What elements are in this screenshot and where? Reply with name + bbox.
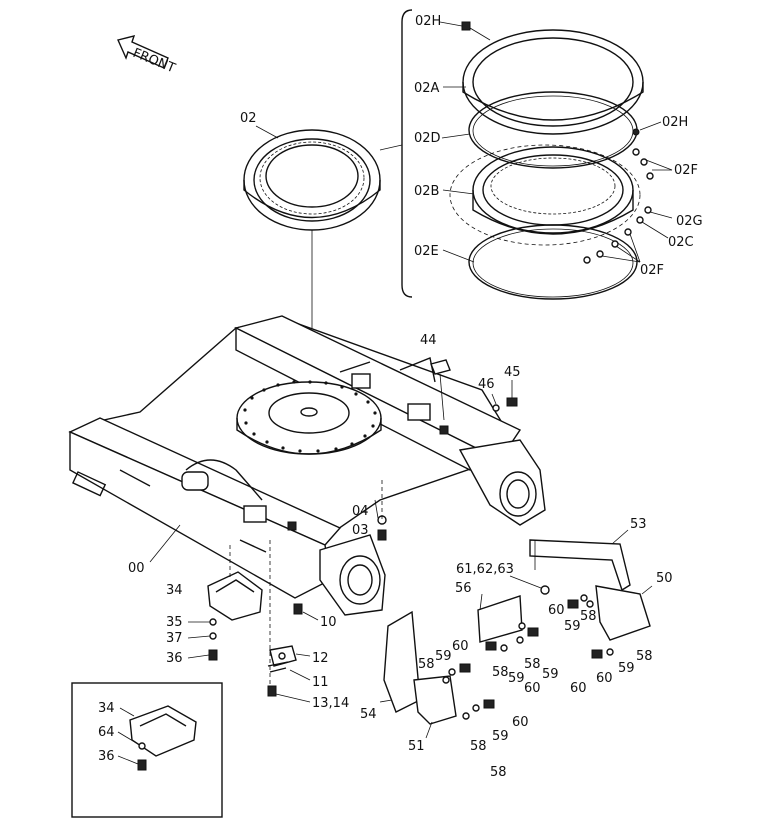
label-46: 46	[478, 377, 495, 392]
label-58-d: 58	[524, 657, 541, 672]
label-60-g: 60	[512, 715, 529, 730]
inset-label-36: 36	[98, 749, 115, 764]
hardware-02F-02G-02C	[583, 128, 673, 264]
label-04: 04	[352, 504, 369, 519]
label-02B: 02B	[414, 184, 439, 199]
inner-race-02B	[449, 144, 641, 246]
label-50: 50	[656, 571, 673, 586]
label-60-b: 60	[548, 603, 565, 618]
label-58-b: 58	[580, 609, 597, 624]
fasteners-58-59-60	[442, 594, 614, 720]
label-13-14: 13,14	[312, 696, 349, 711]
label-59-a: 59	[435, 649, 452, 664]
label-51: 51	[408, 739, 425, 754]
leader-lines	[255, 86, 662, 263]
label-00: 00	[128, 561, 145, 576]
label-54: 54	[360, 707, 377, 722]
label-59-c: 59	[508, 671, 525, 686]
label-02D: 02D	[414, 131, 441, 146]
label-58-g: 58	[470, 739, 487, 754]
plate-56	[477, 593, 523, 643]
outer-race-02A	[462, 29, 644, 135]
center-frame-00	[68, 315, 546, 616]
parts-03-04	[374, 480, 387, 541]
leader-00	[149, 524, 181, 563]
label-59-b: 59	[564, 619, 581, 634]
label-58-a: 58	[418, 657, 435, 672]
label-02F-lower: 02F	[640, 263, 664, 278]
inset-label-64: 64	[98, 725, 115, 740]
label-02G: 02G	[676, 214, 703, 229]
label-61-62-63: 61,62,63	[456, 562, 514, 577]
guide-34	[207, 545, 263, 621]
labels: 02H 02A 02H 02D 02F 02B 02G 02C 02E 02F …	[98, 14, 703, 780]
label-58-f: 58	[490, 765, 507, 780]
inset-box	[71, 682, 223, 818]
label-02F-upper: 02F	[674, 163, 698, 178]
assembly-bracket	[401, 9, 413, 298]
front-arrow: FRONT	[117, 35, 178, 77]
seal-02E	[468, 224, 638, 300]
label-02C: 02C	[668, 235, 694, 250]
label-34: 34	[166, 583, 183, 598]
inset-label-34: 34	[98, 701, 115, 716]
label-02H-right: 02H	[662, 115, 688, 130]
label-60-a: 60	[452, 639, 469, 654]
bolt-45	[506, 380, 518, 407]
cover-53	[529, 529, 631, 592]
label-35: 35	[166, 615, 183, 630]
label-58-e: 58	[636, 649, 653, 664]
label-44: 44	[420, 333, 437, 348]
label-59-f: 59	[618, 661, 635, 676]
parts-10-11-12-13	[267, 540, 319, 703]
label-59-g: 59	[492, 729, 509, 744]
washer-46	[491, 393, 500, 412]
label-53: 53	[630, 517, 647, 532]
front-label: FRONT	[131, 46, 178, 77]
cover-50	[595, 585, 653, 641]
label-60-c: 60	[524, 681, 541, 696]
label-37: 37	[166, 631, 183, 646]
bolt-61-62-63	[509, 575, 550, 595]
label-02H-top: 02H	[415, 14, 441, 29]
label-11: 11	[312, 675, 329, 690]
swing-bearing-assembled	[243, 129, 403, 231]
label-36: 36	[166, 651, 183, 666]
label-59-d: 59	[542, 667, 559, 682]
block-44	[430, 359, 451, 421]
label-45: 45	[504, 365, 521, 380]
label-02: 02	[240, 111, 257, 126]
label-60-d: 60	[570, 681, 587, 696]
label-60-e: 60	[596, 671, 613, 686]
label-10: 10	[320, 615, 337, 630]
label-12: 12	[312, 651, 329, 666]
cover-54	[379, 610, 421, 713]
seal-02D	[468, 91, 638, 169]
label-58-c: 58	[492, 665, 509, 680]
bolt-02H-top	[439, 21, 491, 41]
label-02E: 02E	[414, 244, 439, 259]
label-02A: 02A	[414, 81, 440, 96]
cover-51	[413, 675, 457, 739]
label-03: 03	[352, 523, 369, 538]
label-56: 56	[455, 581, 472, 596]
parts-35-37-36	[187, 618, 218, 661]
